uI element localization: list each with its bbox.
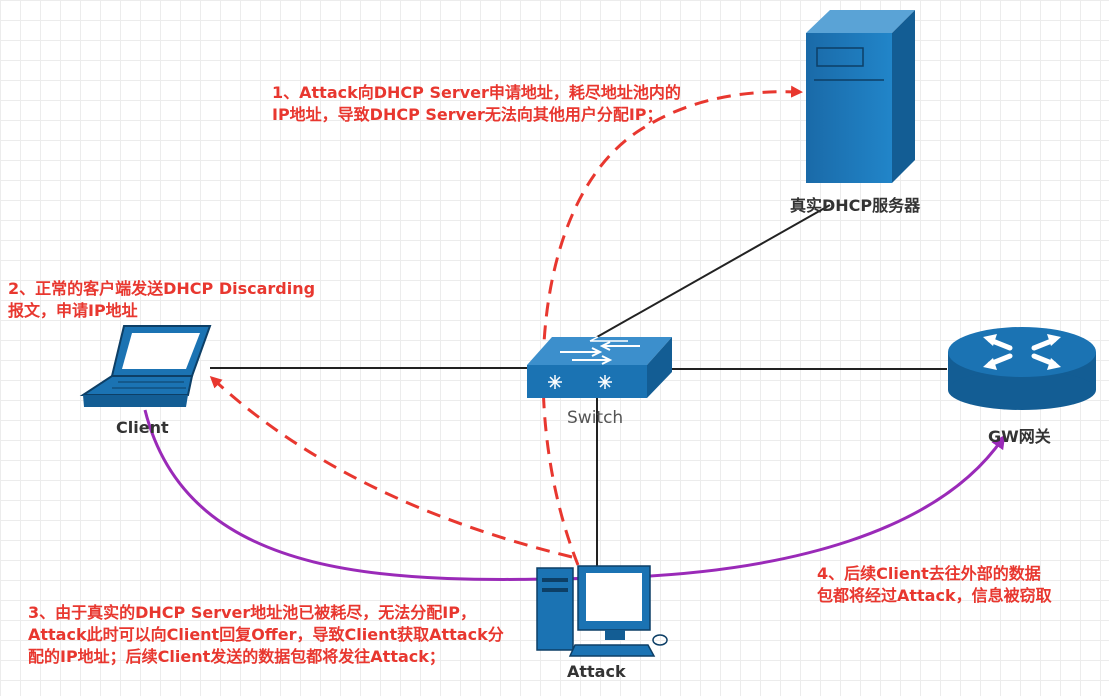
attack-to-server-arrow [541,85,803,566]
server-icon [806,10,915,183]
desktop-computer-icon [536,565,668,657]
gateway-label: GW网关 [988,427,1051,446]
annotation-step4: 4、后续Client去往外部的数据 包都将经过Attack，信息被窃取 [817,564,1052,605]
attack-to-client-arrow [209,375,573,559]
server-label: 真实DHCP服务器 [790,196,921,215]
switch-icon [527,336,672,398]
laptop-icon [79,325,212,407]
annotation-step2: 2、正常的客户端发送DHCP Discarding 报文，申请IP地址 [8,279,316,320]
link-switch-server [596,204,831,338]
router-icon [948,327,1096,410]
annotation-step1: 1、Attack向DHCP Server申请地址，耗尽地址池内的 IP地址，导致… [272,83,681,124]
attack-label: Attack [567,662,626,681]
switch-label: Switch [567,408,624,428]
annotation-step3: 3、由于真实的DHCP Server地址池已被耗尽，无法分配IP， Attack… [28,603,504,666]
client-label: Client [116,418,169,437]
